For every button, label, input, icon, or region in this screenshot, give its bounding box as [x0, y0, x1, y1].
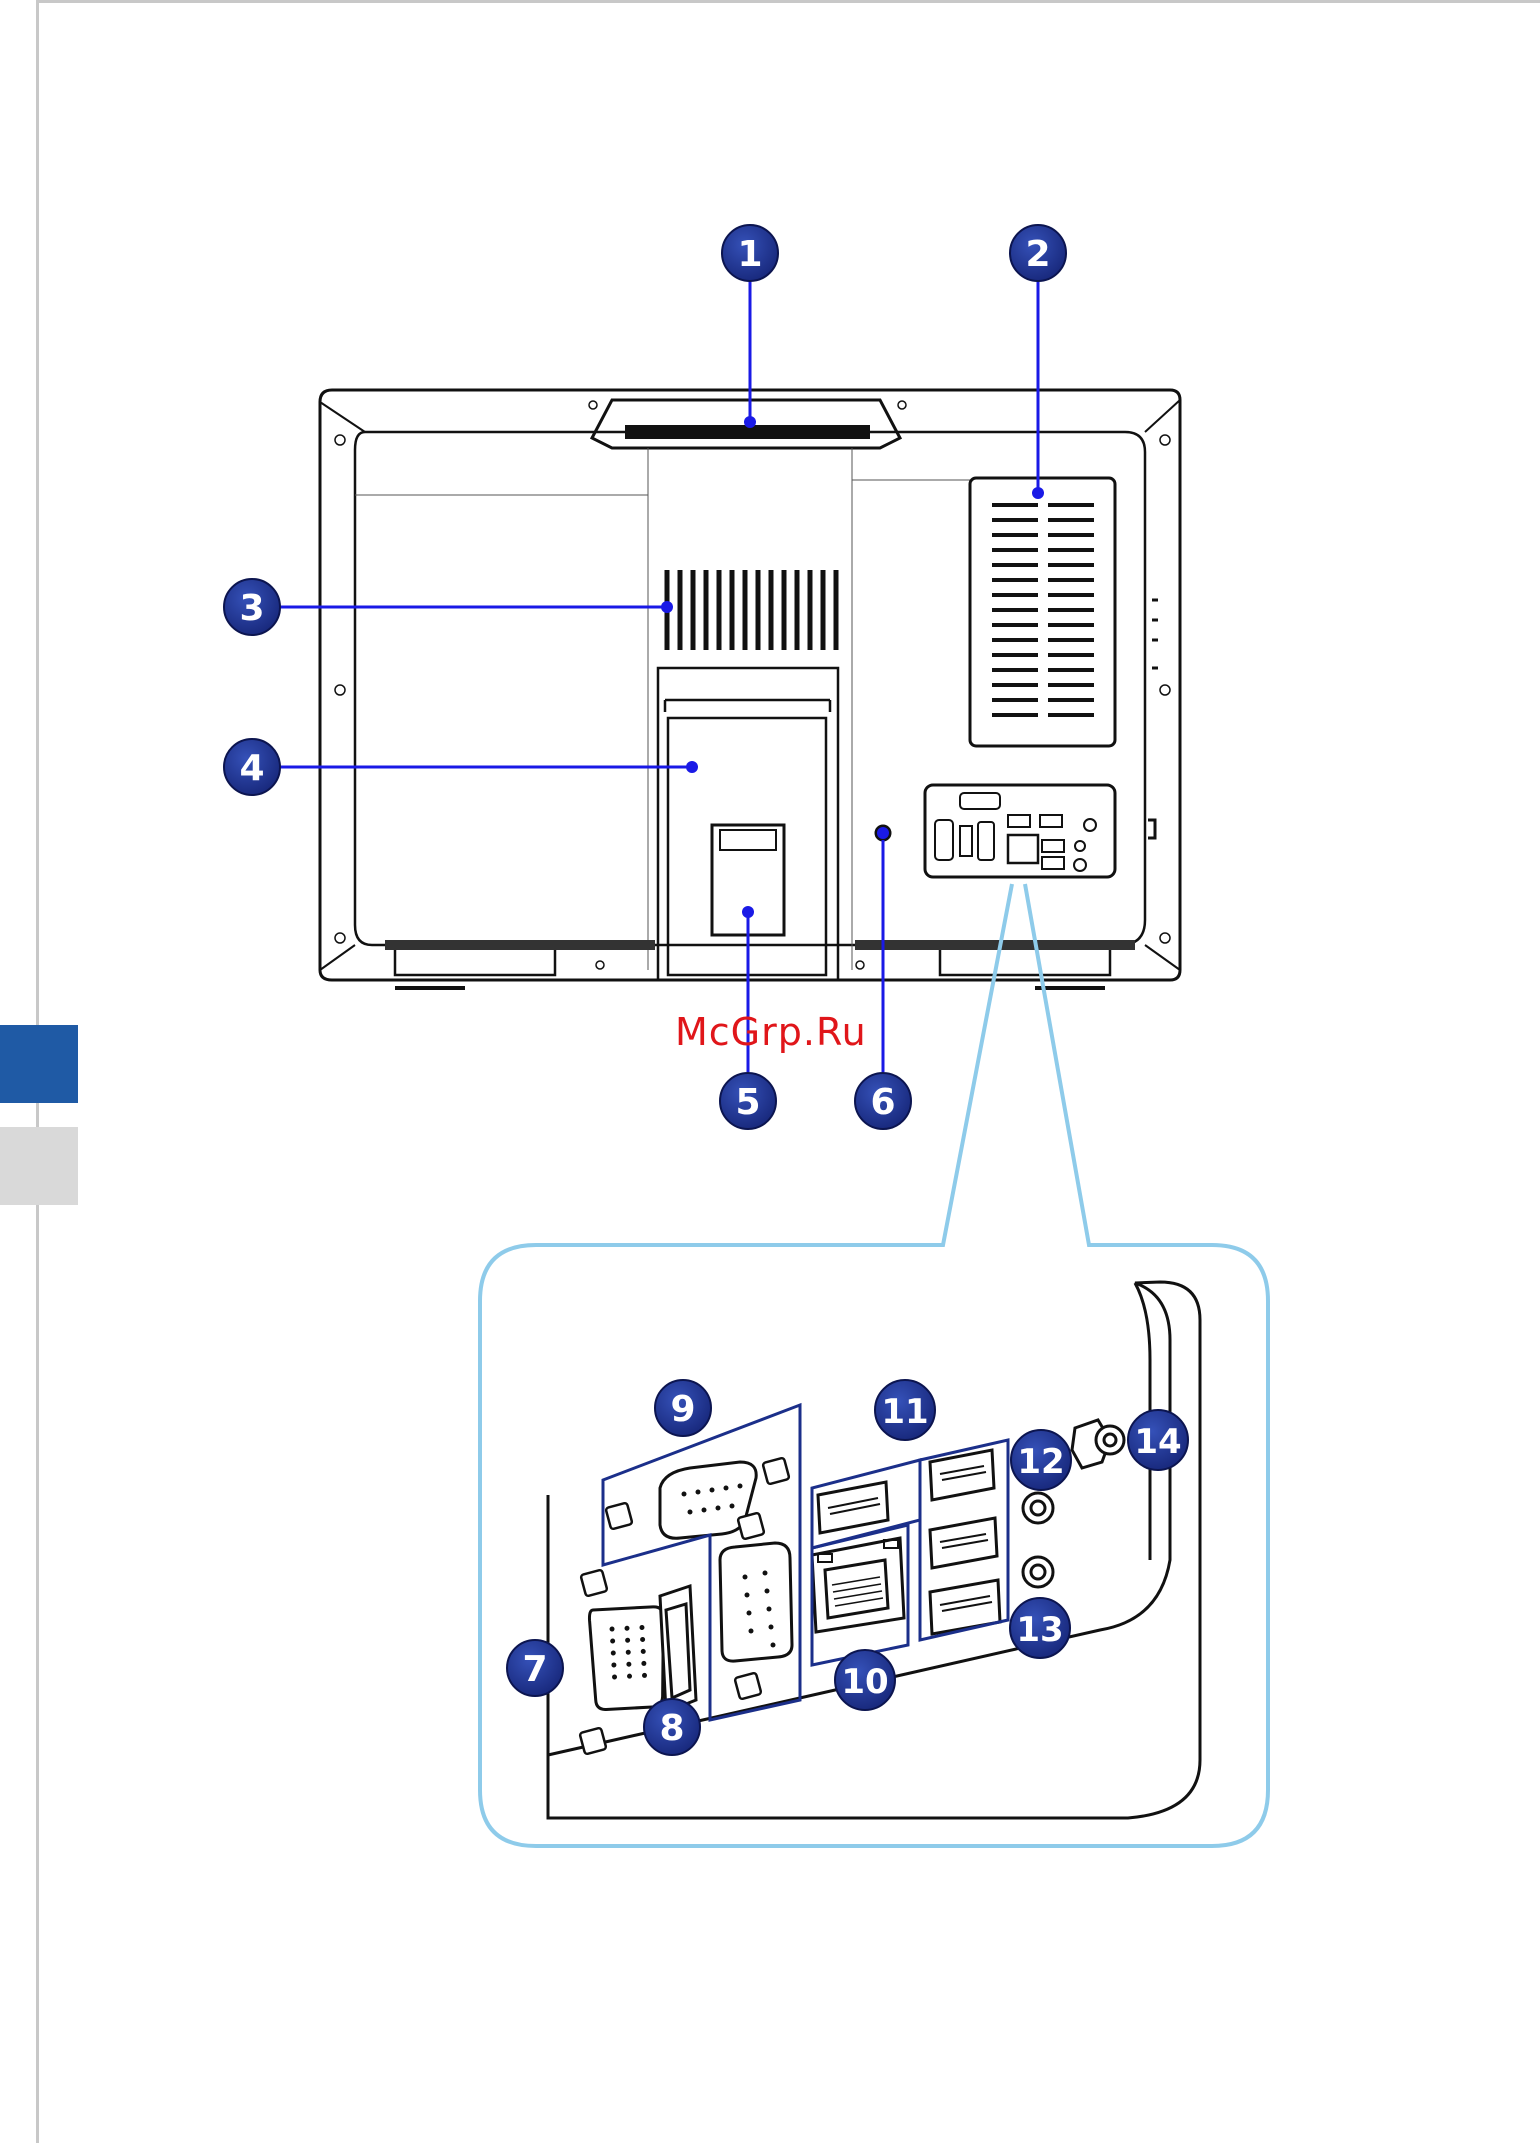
callout-14: 14: [1128, 1410, 1188, 1470]
svg-text:5: 5: [735, 1082, 760, 1123]
svg-text:12: 12: [1017, 1442, 1064, 1482]
svg-text:8: 8: [659, 1708, 684, 1749]
svg-text:9: 9: [670, 1389, 695, 1430]
svg-text:2: 2: [1025, 234, 1050, 275]
callout-11: 11: [875, 1380, 935, 1440]
callout-10: 10: [835, 1650, 895, 1710]
svg-text:3: 3: [239, 588, 264, 629]
callout-9: 9: [655, 1380, 711, 1436]
callout-6: 6: [855, 1073, 911, 1129]
svg-text:1: 1: [737, 234, 762, 275]
callout-13: 13: [1010, 1598, 1070, 1658]
svg-text:6: 6: [870, 1082, 895, 1123]
callout-2: 2: [1010, 225, 1066, 281]
watermark-text: McGrp.Ru: [675, 1010, 867, 1054]
svg-text:14: 14: [1134, 1422, 1181, 1462]
callout-7: 7: [507, 1640, 563, 1696]
callout-12: 12: [1011, 1430, 1071, 1490]
callout-3: 3: [224, 579, 280, 635]
svg-text:7: 7: [522, 1649, 547, 1690]
callout-5: 5: [720, 1073, 776, 1129]
callout-1: 1: [722, 225, 778, 281]
callout-8: 8: [644, 1699, 700, 1755]
svg-text:4: 4: [239, 748, 264, 789]
monitor-back: [320, 390, 1180, 988]
svg-text:13: 13: [1016, 1610, 1063, 1650]
svg-text:11: 11: [881, 1392, 928, 1432]
svg-text:10: 10: [841, 1662, 888, 1702]
callout-4: 4: [224, 739, 280, 795]
